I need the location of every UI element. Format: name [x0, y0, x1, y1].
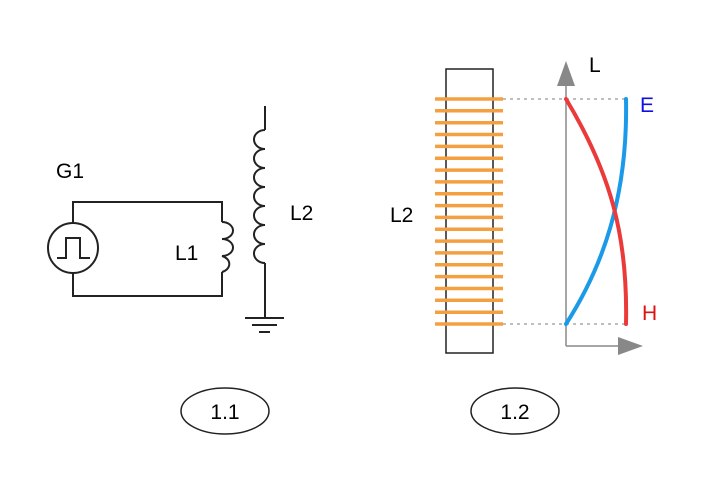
secondary-coil-label: L2: [290, 202, 313, 225]
primary-circuit-wires: [72, 201, 223, 297]
vertical-axis-arrow: [557, 61, 575, 86]
axis-l-label: L: [589, 54, 601, 77]
h-field-curve: [564, 97, 629, 326]
figure-1-1: G1 L1 L2 1.1: [47, 106, 313, 435]
pulse-generator-icon: [47, 222, 99, 274]
ground-icon: [245, 317, 284, 333]
primary-coil-l1: [221, 221, 234, 273]
axes: [557, 61, 643, 355]
coil-windings: [435, 97, 503, 326]
e-field-curve: [564, 97, 629, 326]
generator-label: G1: [56, 160, 84, 183]
caption-1-2: 1.2: [470, 387, 560, 435]
caption-1-1-text: 1.1: [210, 401, 239, 424]
h-curve-label: H: [642, 302, 657, 325]
dashed-reference-lines: [503, 98, 626, 325]
e-curve-label: E: [640, 94, 654, 117]
coil-l2-label: L2: [390, 204, 413, 227]
secondary-coil-l2: [253, 106, 266, 318]
figure-1-2: L2 L E H 1.2: [390, 54, 657, 435]
coil-former: [445, 68, 494, 354]
horizontal-axis-arrow: [618, 337, 643, 355]
caption-1-2-text: 1.2: [500, 401, 529, 424]
caption-1-1: 1.1: [180, 387, 270, 435]
primary-coil-label: L1: [175, 242, 198, 265]
